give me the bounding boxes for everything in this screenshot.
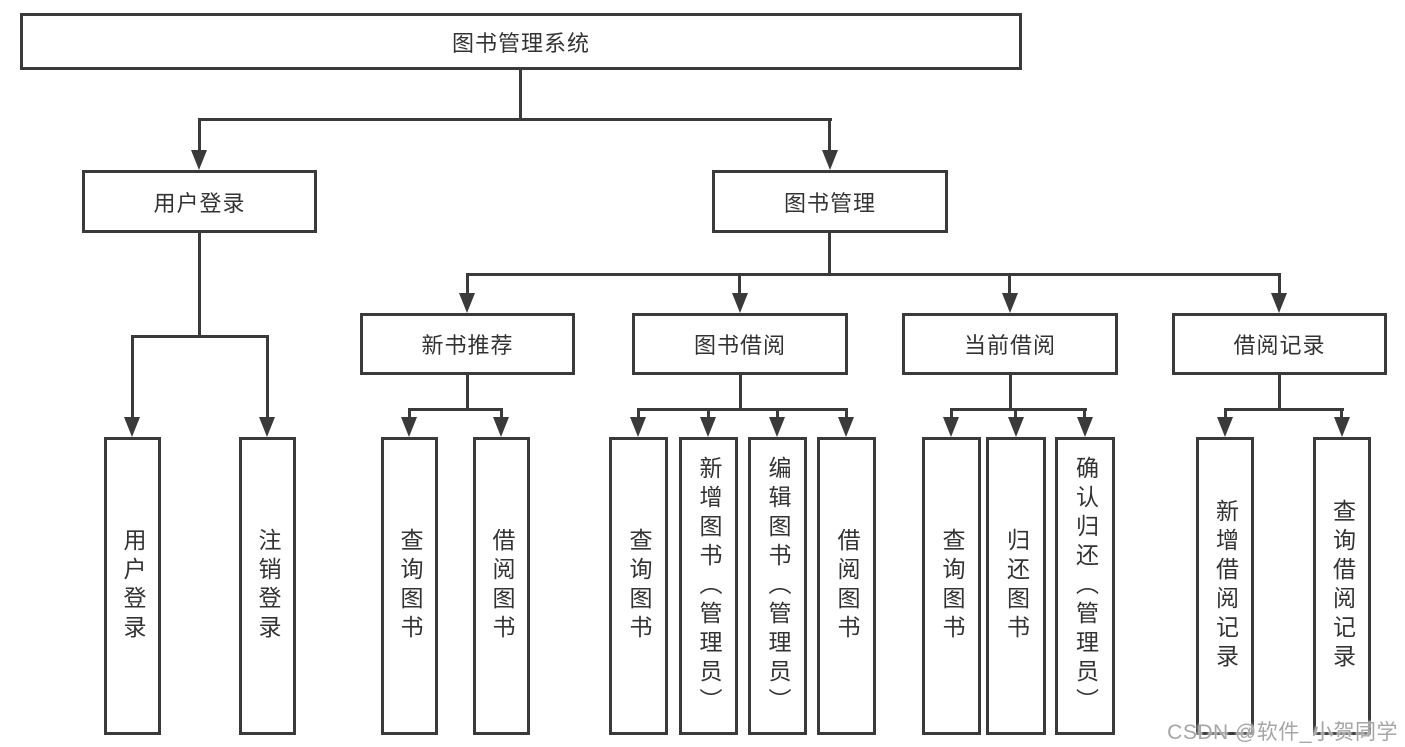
connector-sec1-drop2	[776, 408, 779, 419]
connector-drop-new-book	[466, 273, 469, 295]
arrowhead-sec2-child0	[943, 417, 959, 437]
connector-sec3-drop1	[1340, 408, 1343, 419]
node-return-book: 归还图书	[986, 437, 1046, 735]
connector-sec3-rail	[1224, 408, 1344, 411]
node-root-label: 图书管理系统	[451, 30, 590, 56]
connector-level3-rail	[466, 273, 1281, 276]
node-confirm-return-admin: 确认归还（管理员）	[1055, 437, 1115, 735]
node-borrow-books-recommend: 借阅图书	[473, 437, 530, 735]
connector-drop-book-management	[828, 118, 831, 152]
arrowhead-sec3-child1	[1334, 417, 1350, 437]
watermark: CSDN @软件_小贺同学	[1167, 721, 1398, 744]
arrowhead-logout-leaf	[259, 417, 275, 437]
arrowhead-sec0-child1	[493, 417, 509, 437]
node-new-book-recommend: 新书推荐	[360, 313, 575, 375]
arrowhead-sec1-child3	[838, 417, 854, 437]
arrowhead-sec1-child1	[700, 417, 716, 437]
arrowhead-sec3-child0	[1217, 417, 1233, 437]
connector-sec0-drop1	[500, 408, 503, 419]
connector-sec1-drop1	[707, 408, 710, 419]
node-query-books-current-label: 查询图书	[939, 528, 965, 644]
node-edit-book-admin: 编辑图书（管理员）	[748, 437, 807, 735]
connector-sec3-drop0	[1224, 408, 1227, 419]
connector-sec0-rail	[408, 408, 503, 411]
connector-book-management-stem	[828, 233, 831, 275]
connector-sec2-stem	[1009, 375, 1012, 409]
node-user-login-label: 用户登录	[153, 190, 246, 216]
node-user-login-leaf: 用户登录	[104, 437, 161, 735]
connector-sec1-drop3	[845, 408, 848, 419]
node-query-borrow-record: 查询借阅记录	[1313, 437, 1371, 735]
node-borrow-books-recommend-label: 借阅图书	[489, 528, 515, 644]
node-add-book-admin-label: 新增图书（管理员）	[696, 455, 722, 717]
node-logout-leaf-label: 注销登录	[255, 528, 281, 644]
connector-sec2-rail	[950, 408, 1087, 411]
connector-user-login-rail	[131, 335, 269, 338]
connector-drop-login-leaf	[131, 335, 134, 419]
node-user-login-leaf-label: 用户登录	[120, 528, 146, 644]
connector-sec2-drop2	[1083, 408, 1086, 419]
arrowhead-current-borrow	[1002, 293, 1018, 313]
node-book-borrow: 图书借阅	[632, 313, 848, 375]
connector-sec2-drop0	[950, 408, 953, 419]
arrowhead-book-borrow	[732, 293, 748, 313]
connector-drop-logout-leaf	[266, 335, 269, 419]
connector-sec3-stem	[1278, 375, 1281, 409]
node-book-management-label: 图书管理	[783, 190, 876, 216]
node-add-borrow-record: 新增借阅记录	[1196, 437, 1254, 735]
arrowhead-sec1-child2	[769, 417, 785, 437]
connector-level2-rail	[198, 118, 832, 121]
node-book-management: 图书管理	[712, 170, 948, 233]
node-query-borrow-record-label: 查询借阅记录	[1329, 499, 1356, 673]
connector-drop-current-borrow	[1008, 273, 1011, 295]
arrowhead-sec2-child1	[1008, 417, 1024, 437]
connector-sec2-drop1	[1014, 408, 1017, 419]
node-add-book-admin: 新增图书（管理员）	[679, 437, 738, 735]
connector-sec0-drop0	[408, 408, 411, 419]
connector-user-login-stem	[198, 233, 201, 337]
node-book-borrow-label: 图书借阅	[693, 333, 786, 358]
node-query-books-borrow: 查询图书	[609, 437, 668, 735]
arrowhead-login-leaf	[124, 417, 140, 437]
connector-drop-book-borrow	[738, 273, 741, 295]
node-query-books-borrow-label: 查询图书	[626, 528, 652, 644]
arrowhead-new-book	[459, 293, 475, 313]
node-borrow-books-leaf-label: 借阅图书	[834, 528, 860, 644]
node-borrow-records: 借阅记录	[1172, 313, 1387, 375]
node-current-borrow-label: 当前借阅	[963, 333, 1056, 358]
node-new-book-recommend-label: 新书推荐	[421, 333, 514, 358]
connector-sec1-drop0	[637, 408, 640, 419]
arrowhead-borrow-records	[1271, 293, 1287, 313]
node-add-borrow-record-label: 新增借阅记录	[1212, 499, 1239, 673]
node-query-books-recommend-label: 查询图书	[397, 528, 423, 644]
node-confirm-return-admin-label: 确认归还（管理员）	[1072, 455, 1099, 717]
node-root: 图书管理系统	[20, 13, 1022, 70]
connector-drop-borrow-records	[1278, 273, 1281, 295]
arrowhead-sec0-child0	[401, 417, 417, 437]
node-query-books-current: 查询图书	[922, 437, 981, 735]
connector-sec1-rail	[637, 408, 848, 411]
node-user-login: 用户登录	[82, 170, 317, 233]
node-logout-leaf: 注销登录	[239, 437, 296, 735]
connector-root-stem	[519, 69, 522, 120]
node-return-book-label: 归还图书	[1003, 528, 1030, 644]
arrowhead-user-login	[191, 150, 207, 170]
arrowhead-sec1-child0	[630, 417, 646, 437]
node-borrow-books-leaf: 借阅图书	[817, 437, 876, 735]
node-edit-book-admin-label: 编辑图书（管理员）	[765, 455, 791, 717]
node-query-books-recommend: 查询图书	[381, 437, 438, 735]
connector-drop-user-login	[198, 118, 201, 152]
arrowhead-book-management	[822, 150, 838, 170]
connector-sec0-stem	[466, 375, 469, 409]
node-current-borrow: 当前借阅	[902, 313, 1118, 375]
arrowhead-sec2-child2	[1077, 417, 1093, 437]
connector-sec1-stem	[739, 375, 742, 409]
node-borrow-records-label: 借阅记录	[1233, 333, 1326, 358]
